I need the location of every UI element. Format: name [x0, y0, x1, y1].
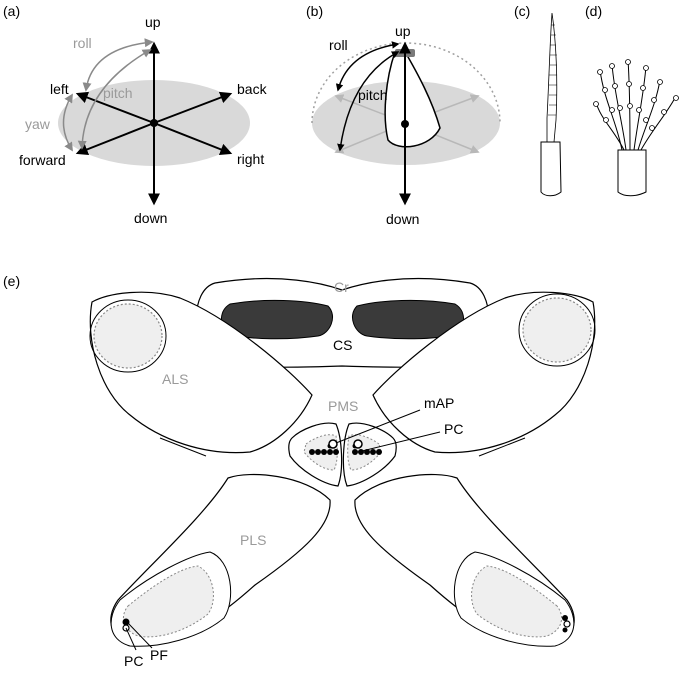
- spigot-cluster-joints: [593, 59, 679, 131]
- origin-point: [401, 120, 409, 128]
- label-down: down: [386, 211, 419, 227]
- map-leader: [335, 409, 421, 444]
- panel-c-letter: (c): [514, 3, 530, 19]
- label-pms: PMS: [328, 398, 358, 414]
- pls-left-spigot: [122, 618, 130, 626]
- label-roll: roll: [329, 37, 348, 53]
- shaft-segments: [548, 24, 557, 116]
- label-pc-upper: PC: [444, 421, 463, 437]
- label-pf: PF: [150, 647, 168, 663]
- panel-a-letter: (a): [3, 3, 20, 19]
- pls-right-spigot-pf: [563, 620, 571, 628]
- pls-right-spigot: [562, 615, 568, 621]
- single-spigot-shaft: [546, 12, 558, 143]
- label-roll: roll: [73, 35, 92, 51]
- yaw-arc: [62, 93, 73, 152]
- label-right: right: [237, 151, 264, 167]
- pitch-arc: [337, 51, 400, 152]
- pc-leader-upper: [357, 431, 441, 453]
- right-arrow: [153, 122, 233, 156]
- label-back: back: [237, 81, 268, 97]
- panel-b-letter: (b): [306, 3, 323, 19]
- panel-d: (d): [585, 3, 679, 197]
- als-left-spigot-field: [93, 303, 163, 369]
- label-cs: CS: [333, 337, 352, 353]
- pls-right-spigot-field: [471, 565, 563, 638]
- pitch-arc: [77, 49, 152, 150]
- label-als: ALS: [162, 371, 188, 387]
- label-pitch: pitch: [358, 87, 388, 103]
- als-right-edge: [478, 437, 526, 457]
- label-up: up: [145, 14, 161, 30]
- pms-left-map-spigot: [328, 439, 338, 449]
- label-down: down: [134, 210, 167, 226]
- als-left-rim: [89, 299, 167, 373]
- panel-c: (c): [514, 3, 562, 197]
- spigot-cluster-fingers: [595, 59, 677, 151]
- single-spigot-base: [540, 141, 562, 197]
- als-left-edge: [159, 437, 207, 457]
- label-cr: Cr: [334, 279, 349, 295]
- pf-leader: [126, 621, 153, 649]
- label-pc-lower: PC: [124, 653, 143, 669]
- label-forward: forward: [19, 152, 66, 168]
- panel-a: (a) up down left back forward right roll…: [3, 3, 268, 226]
- back-arrow: [153, 91, 233, 124]
- label-yaw: yaw: [25, 116, 51, 132]
- pms-right-map-spigot: [353, 439, 363, 449]
- spigot-cluster-base: [617, 149, 647, 197]
- label-left: left: [50, 81, 69, 97]
- panel-d-letter: (d): [585, 3, 602, 19]
- origin-point: [150, 119, 158, 127]
- label-map: mAP: [424, 395, 454, 411]
- pls-right-spigot-2: [562, 627, 568, 633]
- panel-e-letter: (e): [3, 273, 20, 289]
- panel-e: (e): [3, 273, 596, 669]
- label-pls: PLS: [240, 532, 266, 548]
- als-right-rim: [518, 293, 596, 367]
- panel-b: (b) up down roll pitch: [306, 3, 501, 227]
- label-up: up: [395, 23, 411, 39]
- pc-leader-lower: [125, 627, 137, 651]
- als-right-spigot-field: [522, 297, 592, 363]
- label-pitch: pitch: [103, 85, 133, 101]
- pls-left-spigot-field: [122, 565, 214, 638]
